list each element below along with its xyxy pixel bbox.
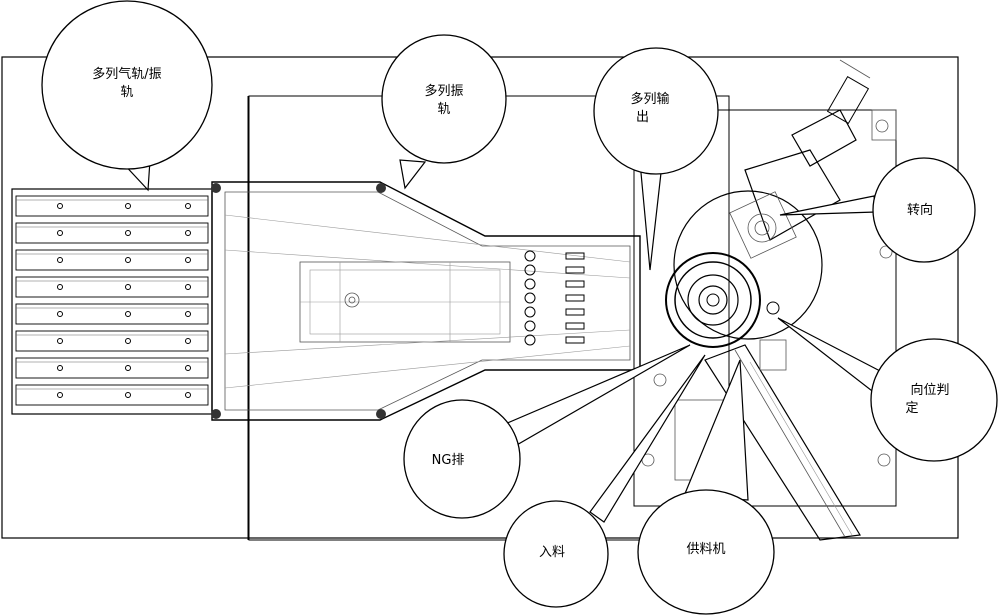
callout-label-orientation-judge-2: 定: [905, 401, 918, 416]
callout-ng-discharge: NG排: [403, 344, 691, 519]
rail-row: [15, 330, 209, 352]
rail-screw: [125, 203, 131, 209]
callout-feeder: 供料机: [637, 359, 775, 615]
rail-screw: [185, 203, 191, 209]
outlet-slot: [565, 336, 585, 344]
callout-label-feed-in: 入料: [539, 545, 565, 560]
rail-screw: [57, 311, 63, 317]
rail-screw: [185, 284, 191, 290]
outlet-slot: [565, 308, 585, 316]
callout-label-multi-output-2: 出: [636, 110, 649, 125]
outlet-slot: [565, 294, 585, 302]
callout-turning: 转向: [779, 157, 976, 263]
outlet-hole: [524, 306, 536, 318]
rail-screw: [185, 230, 191, 236]
outlet-slot: [565, 322, 585, 330]
rail-screw: [57, 257, 63, 263]
outlet-hole: [524, 292, 536, 304]
callout-label-orientation-judge-1: 向位判: [910, 382, 949, 398]
rail-screw: [185, 392, 191, 398]
rail-screw: [185, 365, 191, 371]
rail-screw: [125, 311, 131, 317]
callout-orientation-judge: 向位判 定: [777, 317, 998, 462]
callout-feed-in: 入料: [503, 354, 706, 608]
rail-screw: [125, 230, 131, 236]
rail-screw: [185, 338, 191, 344]
callout-label-multi-air-rail-2: 轨: [120, 85, 133, 100]
rail-row: [15, 384, 209, 406]
rail-screw: [57, 203, 63, 209]
outlet-hole: [524, 320, 536, 332]
rail-screw: [125, 257, 131, 263]
rail-screw: [185, 311, 191, 317]
callout-label-turning: 转向: [907, 202, 933, 218]
callout-multi-output: 多列输 出: [593, 47, 719, 271]
callout-label-multi-output-1: 多列输: [630, 91, 669, 107]
outlet-hole: [524, 264, 536, 276]
callout-label-ng-discharge: NG排: [432, 453, 465, 468]
callout-label-feeder: 供料机: [686, 542, 725, 557]
outlet-slot: [565, 266, 585, 274]
rail-row: [15, 357, 209, 379]
rail-screw: [185, 257, 191, 263]
rail-screw: [57, 392, 63, 398]
rotary-mechanism: [641, 59, 893, 541]
callout-label-multi-air-rail-1: 多列气轨/振: [92, 66, 161, 82]
rail-row: [15, 276, 209, 298]
rail-row: [15, 249, 209, 271]
rail-screw: [57, 230, 63, 236]
outlet-hole: [524, 334, 536, 346]
rail-row: [15, 195, 209, 217]
multi-vibro-rail-tray: [211, 181, 641, 421]
rail-screw: [125, 392, 131, 398]
outlet-slot: [565, 280, 585, 288]
outlet-hole: [524, 278, 536, 290]
outlet-hole: [524, 250, 536, 262]
callout-multi-air-rail: 多列气轨/振 轨: [41, 0, 213, 192]
rail-screw: [125, 365, 131, 371]
multi-air-rail-block: [11, 188, 213, 415]
rail-screw: [125, 338, 131, 344]
rail-screw: [57, 338, 63, 344]
rail-screw: [57, 365, 63, 371]
rail-screw: [125, 284, 131, 290]
rail-screw: [57, 284, 63, 290]
callout-label-multi-vibro-rail-2: 轨: [437, 102, 450, 117]
callout-label-multi-vibro-rail-1: 多列振: [424, 83, 463, 99]
rail-row: [15, 303, 209, 325]
callout-multi-vibro-rail: 多列振 轨: [381, 34, 507, 190]
rail-row: [15, 222, 209, 244]
outlet-slot: [565, 252, 585, 260]
